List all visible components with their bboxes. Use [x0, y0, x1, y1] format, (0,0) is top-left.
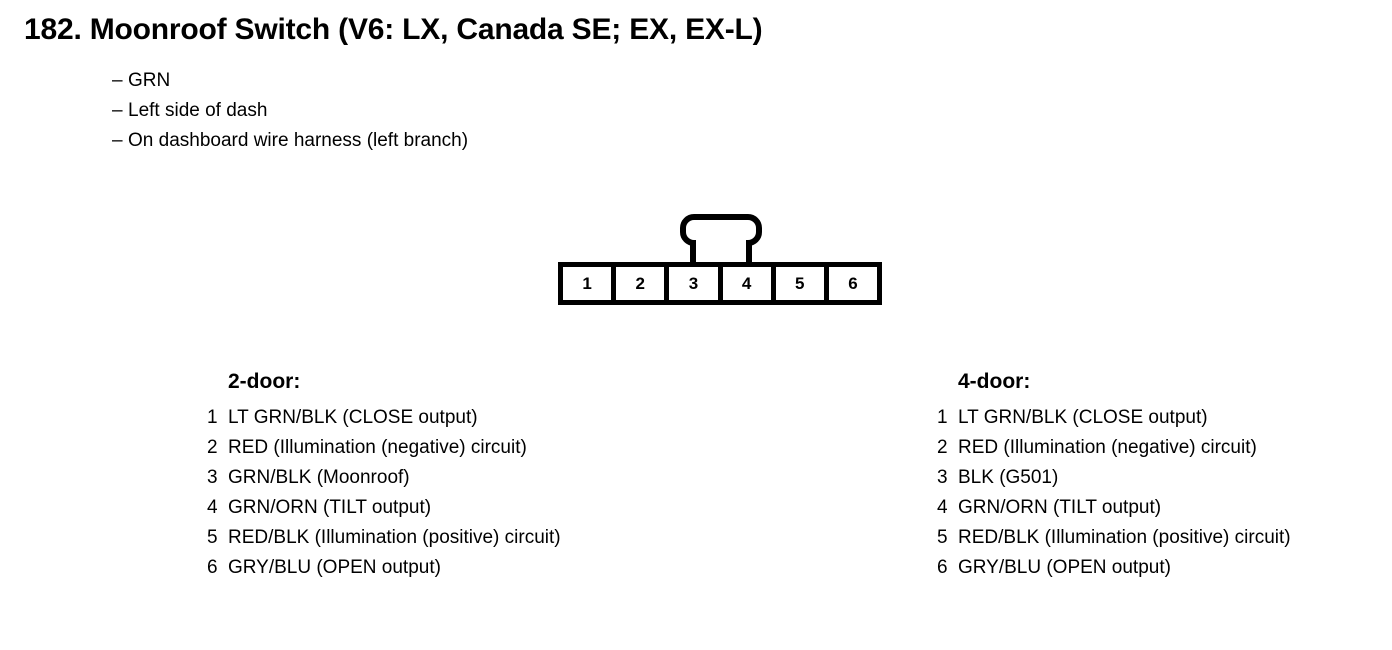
pin-description: LT GRN/BLK (CLOSE output) [228, 407, 478, 429]
pin-row: 6 GRY/BLU (OPEN output) [937, 553, 1291, 583]
pin-description: GRN/ORN (TILT output) [958, 497, 1162, 519]
note-item: –GRN [112, 66, 468, 96]
connector-pin-4: 4 [722, 267, 771, 300]
pin-list-heading: 4-door: [958, 370, 1031, 393]
connector-pin-5: 5 [775, 267, 824, 300]
connector-diagram: 1 2 3 4 5 6 [558, 214, 882, 306]
pin-number: 2 [207, 437, 218, 459]
page-title: 182. Moonroof Switch (V6: LX, Canada SE;… [24, 13, 763, 46]
connector-body: 1 2 3 4 5 6 [558, 262, 882, 305]
pin-description: GRN/ORN (TILT output) [228, 497, 432, 519]
note-item: –On dashboard wire harness (left branch) [112, 126, 468, 156]
pin-row: 6 GRY/BLU (OPEN output) [207, 553, 561, 583]
pin-list-heading: 2-door: [228, 370, 301, 393]
connector-pin-6: 6 [828, 267, 878, 300]
pin-row: 4 GRN/ORN (TILT output) [937, 493, 1291, 523]
connector-notes-list: –GRN –Left side of dash –On dashboard wi… [112, 66, 468, 156]
pin-row: 5 RED/BLK (Illumination (positive) circu… [937, 523, 1291, 553]
note-text: GRN [128, 70, 171, 91]
pin-number: 3 [937, 467, 948, 489]
connector-pin-2: 2 [616, 267, 665, 300]
pin-description: BLK (G501) [958, 467, 1059, 489]
pin-row: 1 LT GRN/BLK (CLOSE output) [207, 403, 561, 433]
connector-pin-1: 1 [563, 267, 612, 300]
pin-number: 6 [207, 557, 218, 579]
dash-icon: – [112, 130, 123, 151]
pin-list-2-door: 2-door: 1 LT GRN/BLK (CLOSE output) 2 RE… [207, 370, 561, 583]
pin-row: 3 GRN/BLK (Moonroof) [207, 463, 561, 493]
pin-number: 4 [937, 497, 948, 519]
pin-row: 2 RED (Illumination (negative) circuit) [937, 433, 1291, 463]
pin-row: 3 BLK (G501) [937, 463, 1291, 493]
pin-row: 5 RED/BLK (Illumination (positive) circu… [207, 523, 561, 553]
pin-description: GRN/BLK (Moonroof) [228, 467, 410, 489]
pin-description: GRY/BLU (OPEN output) [958, 557, 1171, 579]
pin-number: 3 [207, 467, 218, 489]
connector-latch-fill [696, 236, 746, 248]
pin-number: 6 [937, 557, 948, 579]
pin-row: 1 LT GRN/BLK (CLOSE output) [937, 403, 1291, 433]
dash-icon: – [112, 70, 123, 91]
note-item: –Left side of dash [112, 96, 468, 126]
pin-row: 4 GRN/ORN (TILT output) [207, 493, 561, 523]
connector-pin-3: 3 [669, 267, 718, 300]
dash-icon: – [112, 100, 123, 121]
pin-number: 1 [937, 407, 948, 429]
pin-description: RED/BLK (Illumination (positive) circuit… [958, 527, 1291, 549]
note-text: On dashboard wire harness (left branch) [128, 130, 469, 151]
pin-list-4-door: 4-door: 1 LT GRN/BLK (CLOSE output) 2 RE… [937, 370, 1291, 583]
pin-number: 5 [207, 527, 218, 549]
note-text: Left side of dash [128, 100, 268, 121]
pin-description: RED (Illumination (negative) circuit) [228, 437, 527, 459]
pin-description: RED (Illumination (negative) circuit) [958, 437, 1257, 459]
pin-row: 2 RED (Illumination (negative) circuit) [207, 433, 561, 463]
pin-number: 2 [937, 437, 948, 459]
pin-number: 5 [937, 527, 948, 549]
pin-number: 4 [207, 497, 218, 519]
pin-description: RED/BLK (Illumination (positive) circuit… [228, 527, 561, 549]
pin-number: 1 [207, 407, 218, 429]
pin-description: GRY/BLU (OPEN output) [228, 557, 441, 579]
pin-description: LT GRN/BLK (CLOSE output) [958, 407, 1208, 429]
